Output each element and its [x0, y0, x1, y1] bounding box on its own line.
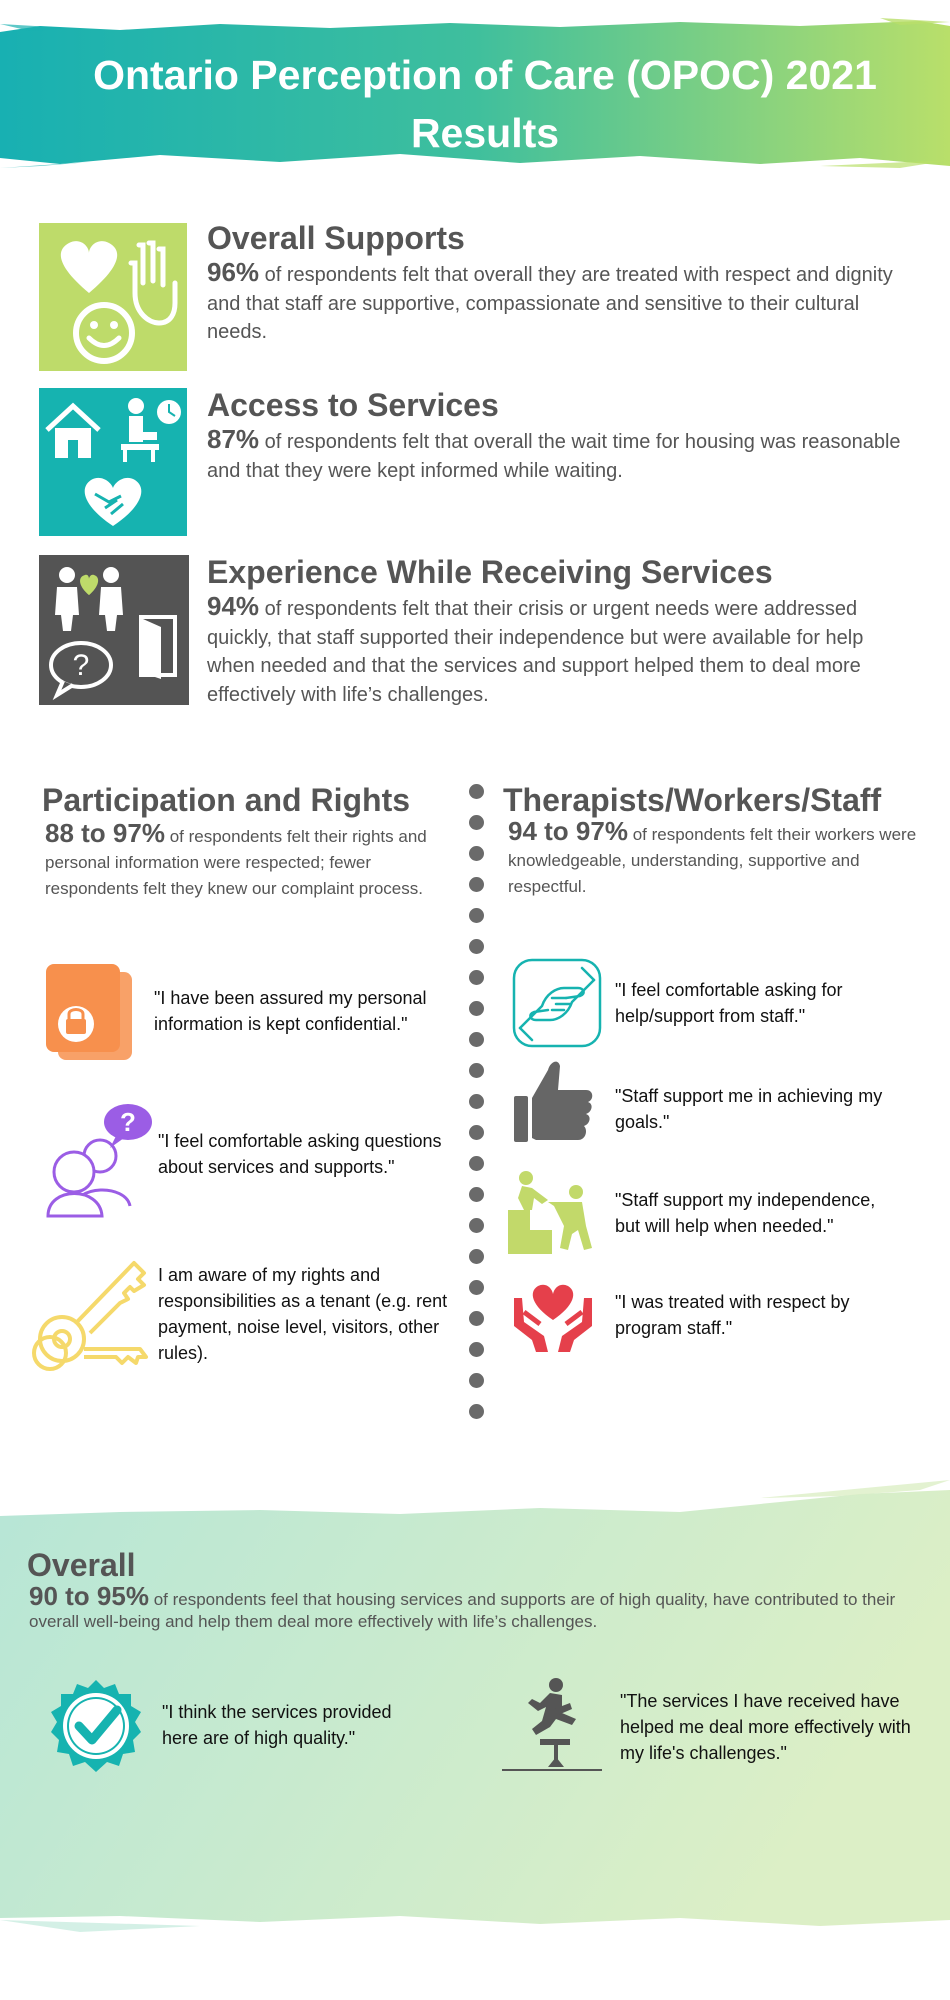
experience-tile: ? [39, 555, 189, 705]
section-text: 96% of respondents felt that overall the… [207, 258, 912, 347]
handshake-icon [512, 958, 602, 1053]
staff-text: 94 to 97% of respondents felt their work… [508, 818, 918, 900]
quote-rights: I am aware of my rights and responsibili… [158, 1265, 448, 1363]
section-text: 94% of respondents felt that their crisi… [207, 592, 912, 709]
svg-text:?: ? [73, 649, 90, 682]
divider-dot [469, 1125, 484, 1140]
section-text: 87% of respondents felt that overall the… [207, 425, 912, 485]
overall-percent: 90 to 95% [29, 1581, 149, 1611]
key-icon [30, 1253, 154, 1382]
divider-dot [469, 1404, 484, 1419]
quote-life-challenges: "The services I have received have helpe… [620, 1691, 911, 1763]
divider-dot [469, 1373, 484, 1388]
staff-title: Therapists/Workers/Staff [503, 782, 882, 818]
staff-percent: 94 to 97% [508, 816, 628, 846]
access-services-tile [39, 388, 187, 536]
divider-dot [469, 939, 484, 954]
heart-hands-icon [510, 1274, 596, 1359]
section-description: of respondents felt that overall they ar… [207, 264, 893, 343]
divider-dot [469, 1032, 484, 1047]
participation-text: 88 to 97% of respondents felt their righ… [45, 820, 445, 902]
quote-confidential: "I have been assured my personal informa… [154, 988, 427, 1034]
divider-dot [469, 1001, 484, 1016]
section-percent: 94% [207, 591, 260, 621]
divider-dot [469, 1311, 484, 1326]
overall-supports-tile [39, 223, 187, 371]
overall-description: of respondents feel that housing service… [29, 1590, 896, 1631]
divider-dot [469, 1094, 484, 1109]
section-title: Access to Services [207, 387, 499, 423]
quote-independence: "Staff support my independence, but will… [615, 1190, 876, 1236]
participation-percent: 88 to 97% [45, 818, 165, 848]
hurdle-runner-icon [500, 1677, 604, 1782]
check-badge-icon [47, 1678, 145, 1781]
section-description: of respondents felt that overall the wai… [207, 431, 901, 482]
divider-dot [469, 1249, 484, 1264]
staff-description: of respondents felt their workers were k… [508, 825, 917, 896]
quote-questions: "I feel comfortable asking questions abo… [158, 1131, 442, 1177]
participation-title: Participation and Rights [42, 782, 411, 818]
people-door-question-icon: ? [49, 567, 177, 701]
divider-dot [469, 1187, 484, 1202]
quote-respect: "I was treated with respect by program s… [615, 1292, 850, 1338]
page-title: Ontario Perception of Care (OPOC) 2021 R… [93, 52, 877, 156]
divider-dot [469, 1342, 484, 1357]
divider-dot [469, 1280, 484, 1295]
heart-hand-smile-icon [60, 240, 178, 364]
section-percent: 96% [207, 257, 260, 287]
quote-goals: "Staff support me in achieving my goals.… [615, 1086, 883, 1132]
quote-help-support: "I feel comfortable asking for help/supp… [615, 980, 843, 1026]
header-banner: Ontario Perception of Care (OPOC) 2021 R… [0, 18, 950, 168]
helping-climb-icon [508, 1170, 598, 1259]
quote-quality: "I think the services provided here are … [162, 1702, 392, 1748]
section-percent: 87% [207, 424, 260, 454]
divider-dot [469, 846, 484, 861]
overall-background [0, 1480, 950, 1940]
divider-dot [469, 1218, 484, 1233]
thumbs-up-icon [512, 1054, 594, 1149]
divider-dot [469, 1156, 484, 1171]
overall-title: Overall [27, 1547, 136, 1583]
svg-text:?: ? [120, 1107, 136, 1137]
section-title: Overall Supports [207, 220, 465, 256]
brush-banner [0, 18, 950, 168]
divider-dot [469, 815, 484, 830]
divider-dot [469, 877, 484, 892]
question-people-icon: ? [44, 1100, 158, 1223]
padlock-folder-icon [44, 962, 138, 1067]
divider-dot [469, 908, 484, 923]
section-description: of respondents felt that their crisis or… [207, 598, 864, 706]
section-title: Experience While Receiving Services [207, 554, 773, 590]
overall-text: 90 to 95% of respondents feel that housi… [29, 1583, 929, 1633]
house-clock-handshake-icon [45, 398, 181, 526]
divider-dot [469, 1063, 484, 1078]
participation-description: of respondents felt their rights and per… [45, 827, 427, 898]
divider-dot [469, 784, 484, 799]
divider-dot [469, 970, 484, 985]
